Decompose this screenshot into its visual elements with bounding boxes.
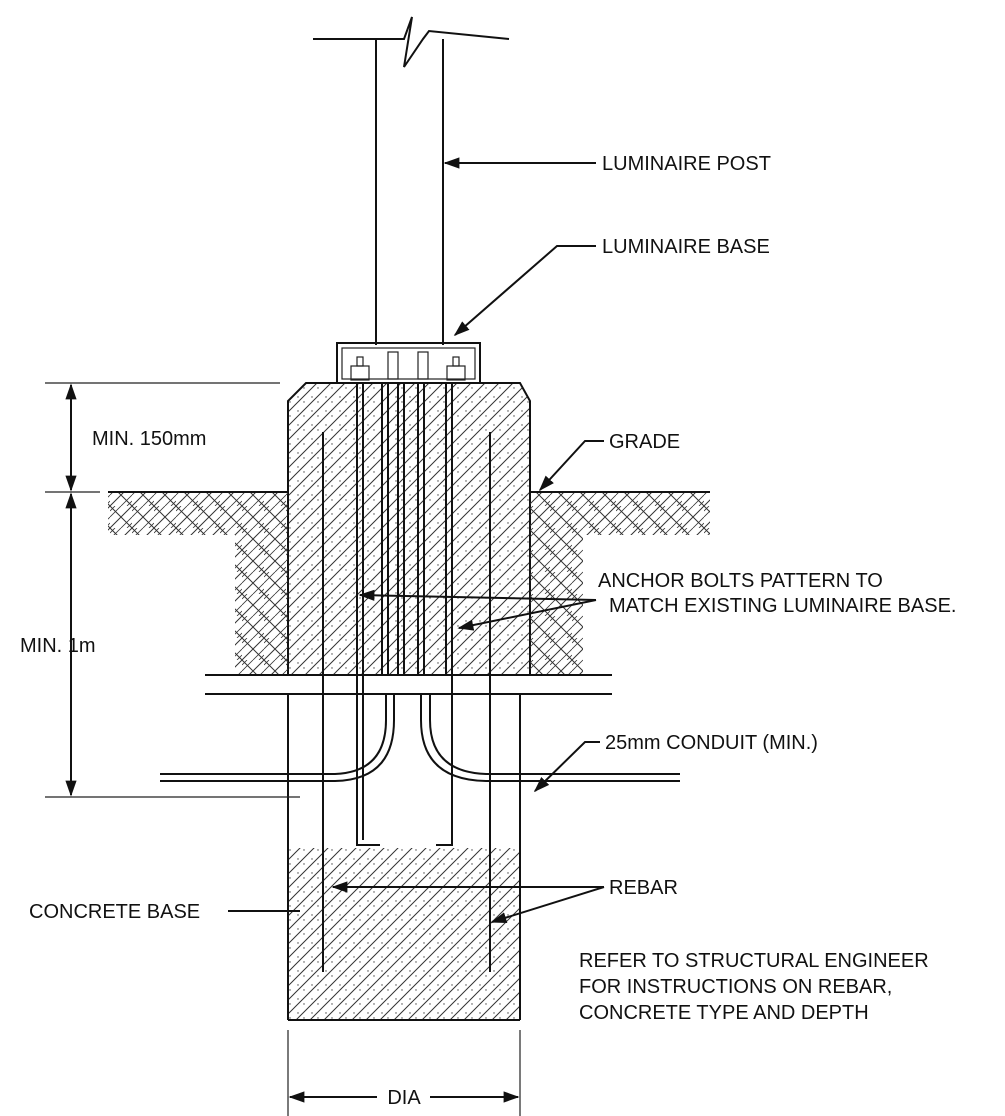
dimension-dia [287,1030,521,1116]
concrete-pedestal [287,382,531,676]
conduit [160,694,680,782]
concrete-base [287,694,521,1021]
luminaire-base [336,342,481,384]
label-min-150: MIN. 150mm [92,428,206,450]
label-luminaire-post: LUMINAIRE POST [602,153,771,175]
label-luminaire-base: LUMINAIRE BASE [602,236,770,258]
label-rebar: REBAR [609,877,678,899]
soil [108,492,710,675]
luminaire-post [313,16,510,345]
anchor-bolts [356,383,453,846]
label-grade: GRADE [609,431,680,453]
label-dia: DIA [387,1087,421,1109]
label-min-1m: MIN. 1m [20,635,96,657]
label-anchor-bolts-line2: MATCH EXISTING LUMINAIRE BASE. [609,595,956,617]
label-conduit: 25mm CONDUIT (MIN.) [605,732,818,754]
label-anchor-bolts-line1: ANCHOR BOLTS PATTERN TO [598,570,883,592]
note-line2: FOR INSTRUCTIONS ON REBAR, [579,976,892,998]
dimension-min-150 [45,382,280,493]
rebar [322,432,491,972]
dimension-min-1m [45,492,300,798]
leader-lines [228,157,605,924]
note-line3: CONCRETE TYPE AND DEPTH [579,1002,869,1024]
label-concrete-base: CONCRETE BASE [29,901,200,923]
note-line1: REFER TO STRUCTURAL ENGINEER [579,950,929,972]
